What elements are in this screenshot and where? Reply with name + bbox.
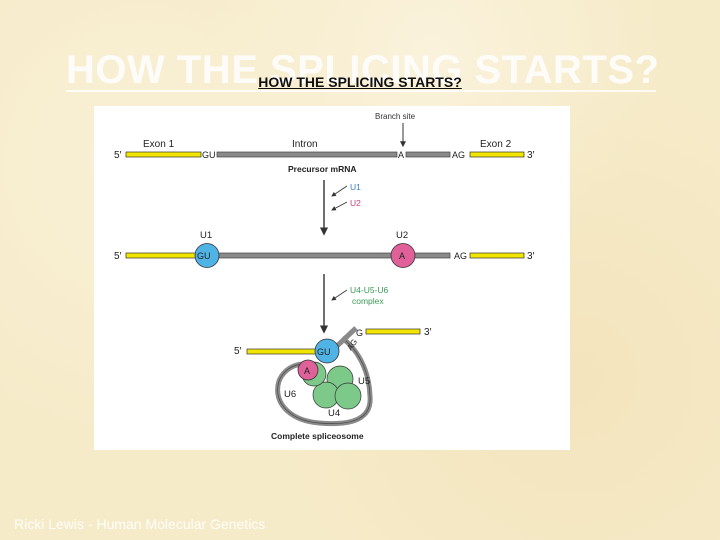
- u4-label: U4: [328, 408, 340, 419]
- u2-add-arrow: [331, 201, 348, 211]
- complex-label: complex: [352, 296, 384, 306]
- intron-branch-segment: [335, 326, 358, 348]
- exon2-bar-row3: [365, 328, 421, 335]
- five-prime-label-row2: 5′: [114, 251, 122, 262]
- five-prime-label-row3: 5′: [234, 346, 242, 357]
- a-label-row1: A: [398, 150, 404, 160]
- exon2-bar-row1: [469, 151, 525, 158]
- intron-bar-row1-right: [405, 151, 451, 158]
- u1-label-row2: U1: [200, 230, 212, 241]
- u4-particle: [334, 382, 362, 410]
- splicing-diagram-svg: Branch site Exon 1 Intron Exon 2 5′ GU A…: [114, 112, 535, 441]
- three-prime-label-row1: 3′: [527, 150, 535, 161]
- exon2-label: Exon 2: [480, 139, 512, 150]
- u2-arrow-label: U2: [350, 198, 361, 208]
- three-prime-label-row2: 3′: [527, 251, 535, 262]
- u1-add-arrow: [331, 185, 348, 197]
- complete-spliceosome-label: Complete spliceosome: [271, 431, 364, 441]
- intron-label: Intron: [292, 139, 318, 150]
- u1-snrnp-row3: [314, 338, 340, 364]
- ghost-title-underline: [66, 90, 656, 92]
- u6-label: U6: [284, 389, 296, 400]
- slide-title: HOW THE SPLICING STARTS?: [0, 74, 720, 90]
- exon1-label: Exon 1: [143, 139, 175, 150]
- exon1-bar-row2: [125, 252, 202, 259]
- slide-footer: Ricki Lewis - Human Molecular Genetics: [14, 516, 266, 532]
- precursor-mrna-label: Precursor mRNA: [288, 164, 357, 174]
- gu-label-row2: GU: [197, 251, 211, 261]
- u5-label: U5: [358, 376, 370, 387]
- u2-snrnp-row3: [297, 359, 319, 381]
- ag-label-row2: AG: [454, 251, 467, 261]
- exon1-bar-row3: [246, 348, 320, 355]
- u456-add-arrow: [331, 289, 348, 301]
- a-label-row3: A: [304, 366, 310, 376]
- u1-arrow-label: U1: [350, 182, 361, 192]
- intron-loop-outline: [277, 337, 371, 424]
- gu-label-row3: GU: [317, 347, 331, 357]
- splicing-diagram: Branch site Exon 1 Intron Exon 2 5′ GU A…: [94, 106, 570, 450]
- u2-label-row2: U2: [396, 230, 408, 241]
- u2-snrnp-row2: [390, 243, 416, 268]
- three-prime-label-row3: 3′: [424, 327, 432, 338]
- a-label-row2: A: [399, 251, 405, 261]
- exon2-bar-row2: [469, 252, 525, 259]
- gu-label-row1: GU: [202, 150, 216, 160]
- slide-title-text: HOW THE SPLICING STARTS?: [258, 74, 462, 90]
- u456-label: U4-U5-U6: [350, 285, 389, 295]
- ag-label-row1: AG: [452, 150, 465, 160]
- exon1-bar-row1: [125, 151, 202, 158]
- u1-snrnp-row2: [194, 243, 220, 268]
- ghost-title: HOW THE SPLICING STARTS?: [66, 48, 660, 92]
- five-prime-label-row1: 5′: [114, 150, 122, 161]
- intron-bar-row1-left: [216, 151, 398, 158]
- g-label-row3: G: [356, 328, 363, 338]
- branch-site-label: Branch site: [375, 112, 416, 121]
